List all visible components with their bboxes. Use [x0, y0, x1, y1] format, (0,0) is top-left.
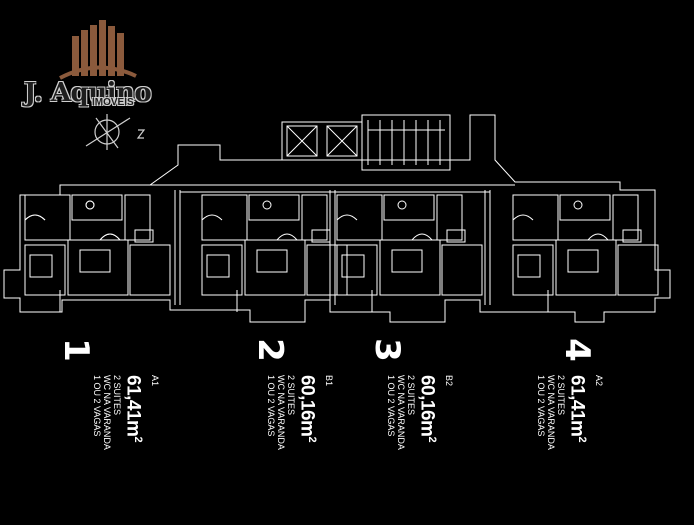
unit-area-value: 61,41m: [122, 375, 144, 437]
unit-area-value: 61,41m: [566, 375, 588, 437]
building-outline: [3, 114, 671, 323]
unit-feature: 1 OU 2 VAGAS: [535, 375, 546, 437]
unit-area: 61,41m2: [122, 375, 149, 450]
unit-area-value: 60,16m: [416, 375, 438, 437]
unit-feature: WC NA VARANDA: [101, 375, 112, 450]
unit-area-exp: 2: [306, 436, 318, 443]
unit-area-exp: 2: [426, 436, 438, 443]
unit-feature: 2 SUITES: [285, 375, 296, 416]
compass-icon: [85, 114, 146, 150]
unit-area: 61,41m2: [566, 375, 593, 450]
unit-area-exp: 2: [132, 436, 144, 443]
logo-name: J. Aquino: [24, 78, 152, 108]
unit-feature: WC NA VARANDA: [545, 375, 556, 450]
unit-number-1: 1: [55, 338, 96, 362]
unit-number-3: 3: [366, 338, 407, 362]
unit-code: A2: [594, 375, 604, 387]
unit-feature: 2 SUITES: [555, 375, 566, 416]
unit-info-2: B1 60,16m2 2 SUITES WC NA VARANDA 1 OU 2…: [266, 375, 334, 450]
logo-building-icon: [59, 20, 137, 80]
unit-number-2: 2: [249, 338, 290, 362]
unit-info-4: A2 61,41m2 2 SUITES WC NA VARANDA 1 OU 2…: [536, 375, 604, 450]
unit-info-3: B2 60,16m2 2 SUITES WC NA VARANDA 1 OU 2…: [386, 375, 454, 450]
unit-code: B2: [444, 375, 454, 387]
unit-feature: WC NA VARANDA: [395, 375, 406, 450]
logo-tagline: IMÓVEIS: [92, 97, 134, 108]
unit-number-4: 4: [556, 338, 597, 362]
unit-feature: 1 OU 2 VAGAS: [265, 375, 276, 437]
unit-feature: 2 SUITES: [111, 375, 122, 416]
unit-code: A1: [150, 375, 160, 387]
unit-area: 60,16m2: [296, 375, 323, 450]
unit-area: 60,16m2: [416, 375, 443, 450]
unit-feature: WC NA VARANDA: [275, 375, 286, 450]
unit-info-1: A1 61,41m2 2 SUITES WC NA VARANDA 1 OU 2…: [92, 375, 160, 450]
unit-feature: 1 OU 2 VAGAS: [385, 375, 396, 437]
unit-code: B1: [324, 375, 334, 387]
unit-area-exp: 2: [576, 436, 588, 443]
unit-feature: 1 OU 2 VAGAS: [91, 375, 102, 437]
unit-interior: [24, 194, 171, 312]
unit-area-value: 60,16m: [296, 375, 318, 437]
unit-feature: 2 SUITES: [405, 375, 416, 416]
